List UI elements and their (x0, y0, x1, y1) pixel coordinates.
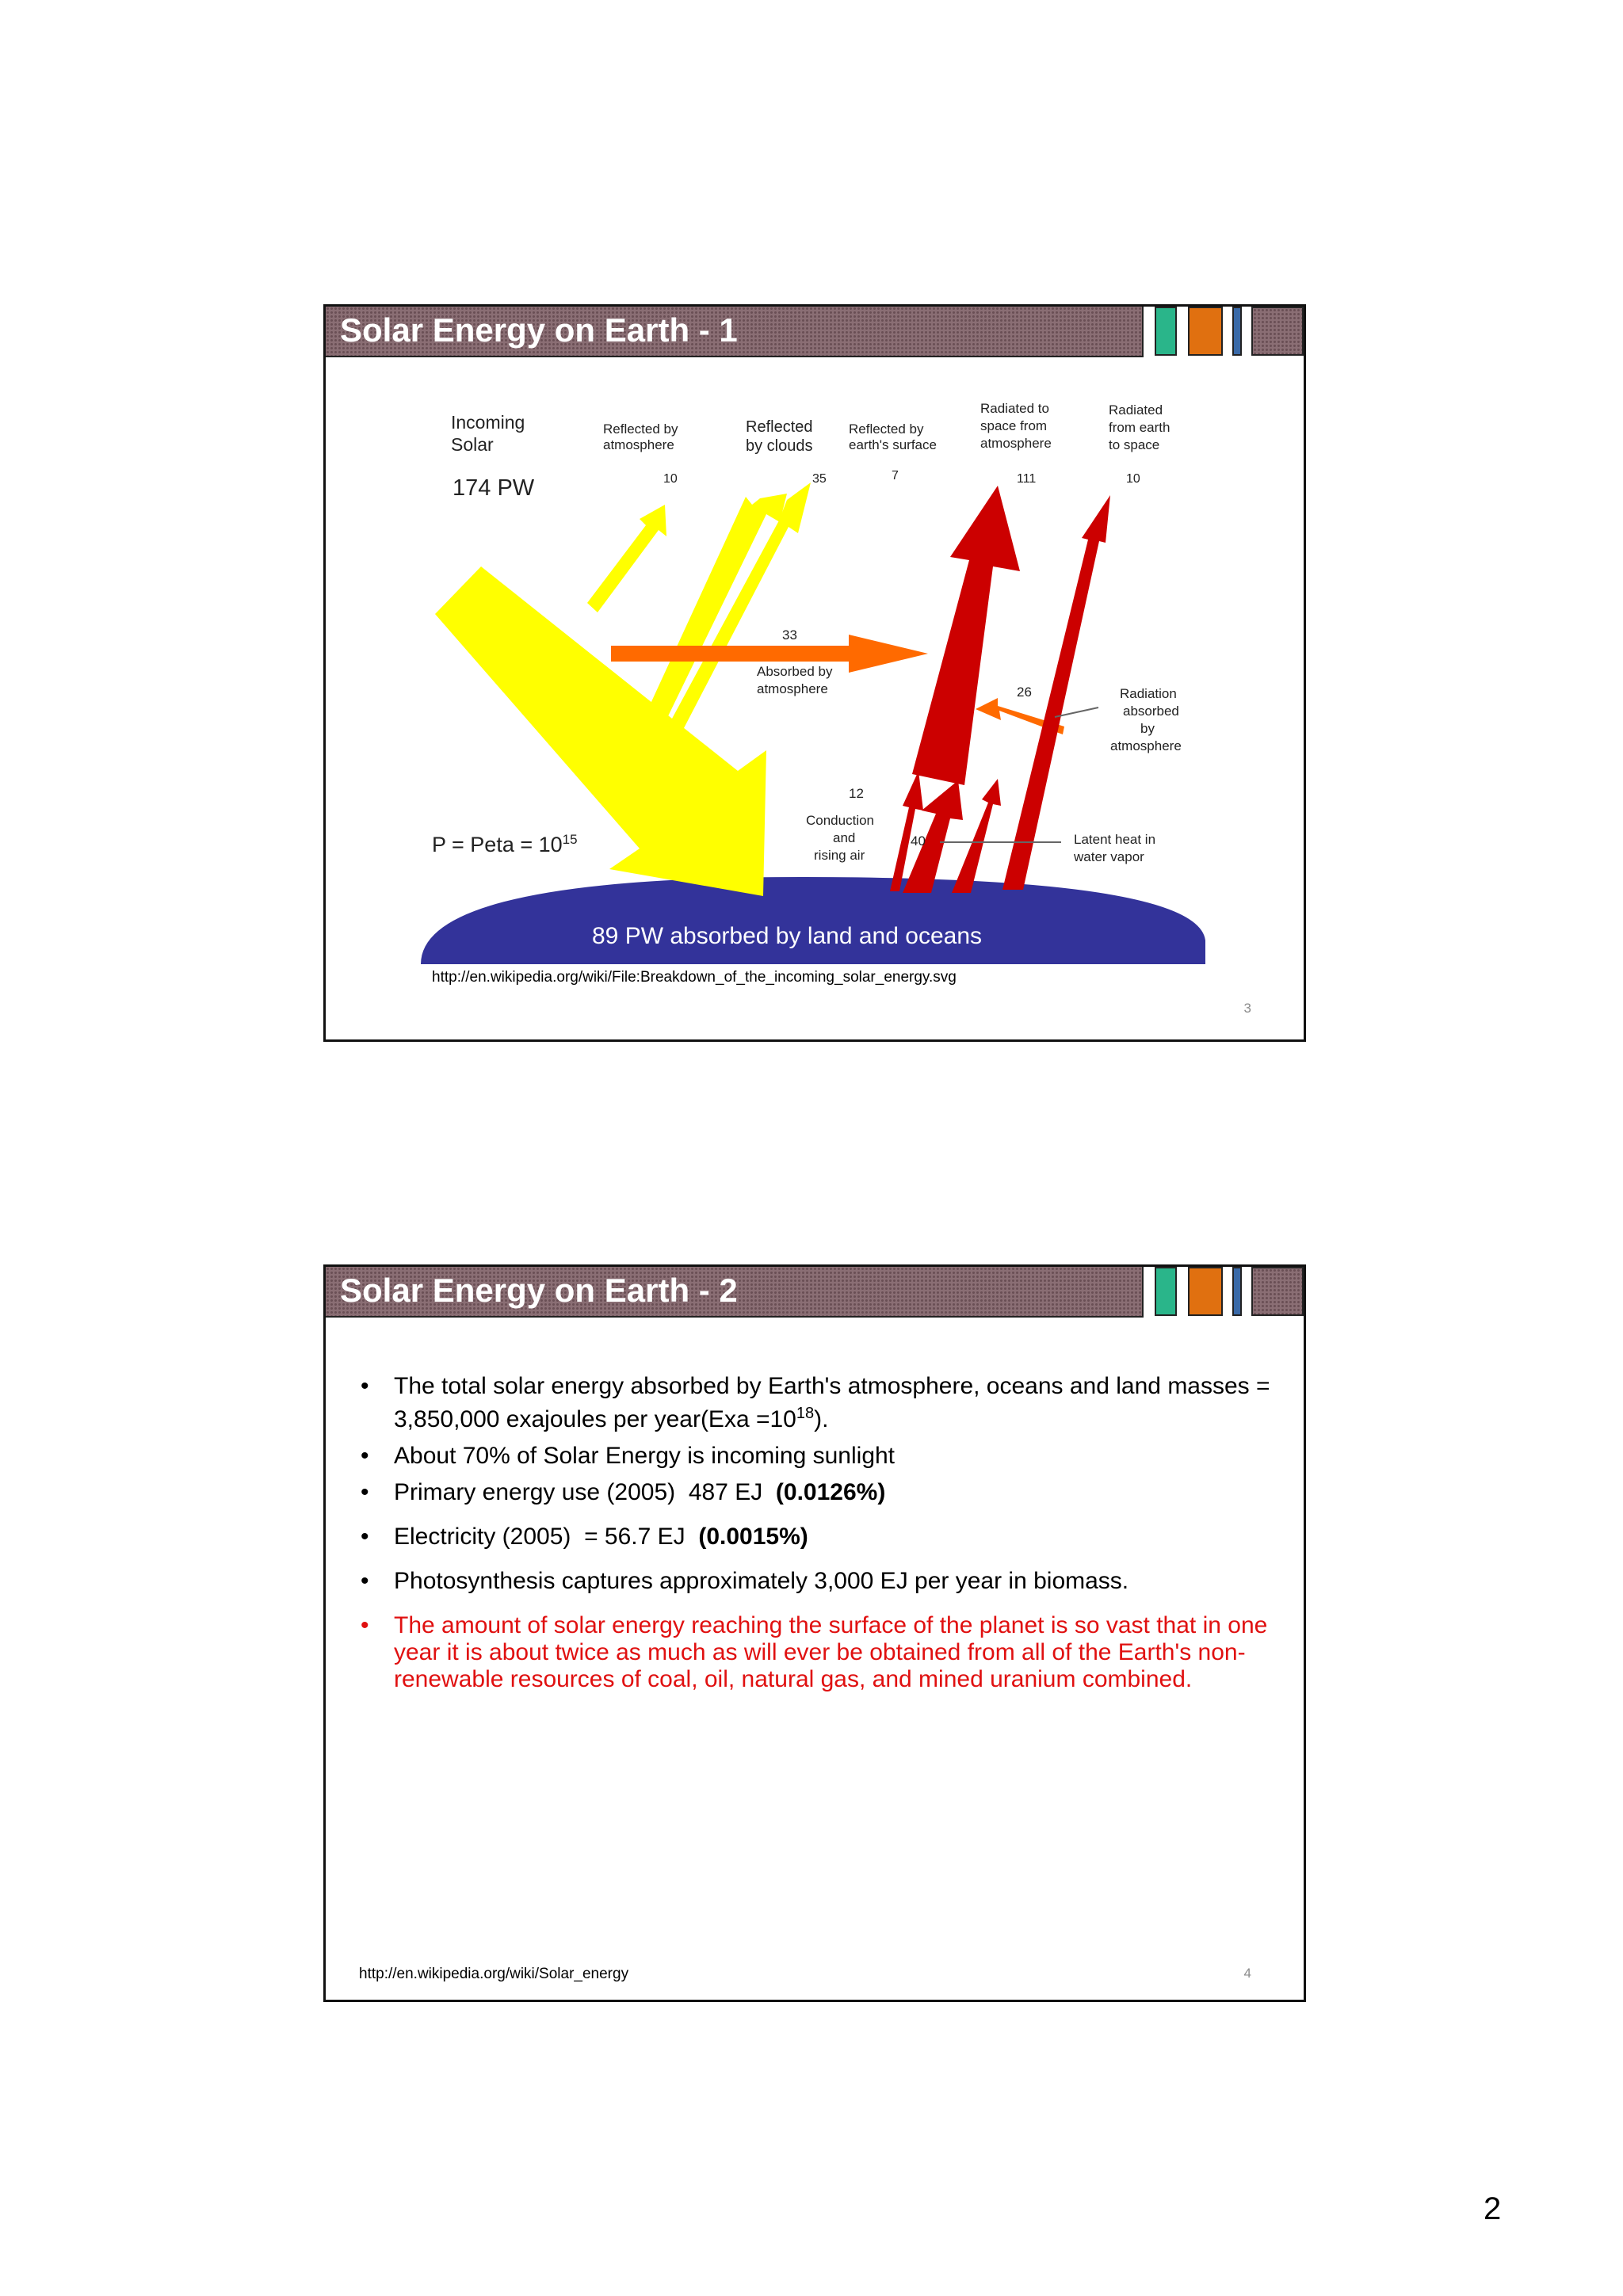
earth-surface (421, 877, 1205, 964)
bullet-text: Primary energy use (2005) 487 EJ (394, 1479, 776, 1505)
conduction-label-2: and (833, 830, 855, 845)
radiated-atmosphere-label-3: atmosphere (980, 436, 1052, 451)
bullet-text: Photosynthesis captures approximately 3,… (394, 1568, 1128, 1594)
radiated-atmosphere-value: 111 (1017, 472, 1036, 486)
radiated-earth-value: 10 (1126, 472, 1140, 486)
bullet-item: • Photosynthesis captures approximately 3… (353, 1568, 1280, 1595)
ground-label: 89 PW absorbed by land and oceans (592, 923, 982, 949)
reflected-atmosphere-arrow (587, 505, 666, 612)
reflected-surface-label-2: earth's surface (849, 437, 937, 452)
bullet-text: About 70% of Solar Energy is incoming su… (394, 1443, 895, 1469)
title-decoration-blue (1232, 1267, 1242, 1316)
radiated-earth-label: Radiated (1109, 402, 1163, 418)
incoming-label: Incoming (451, 412, 525, 433)
bullet-item: • About 70% of Solar Energy is incoming s… (353, 1443, 1280, 1470)
bullet-item: • The total solar energy absorbed by Eart… (353, 1373, 1280, 1433)
reflected-atmosphere-value: 10 (663, 472, 678, 486)
reflected-atmosphere-label: Reflected by (603, 421, 678, 437)
conduction-value: 12 (849, 786, 864, 801)
reflected-clouds-value: 35 (812, 472, 827, 486)
slide-page-number: 4 (1244, 1966, 1251, 1981)
slide-2: Solar Energy on Earth - 2 • The total sol… (323, 1264, 1306, 2002)
bullet-item: • The amount of solar energy reaching the… (353, 1612, 1280, 1693)
incoming-value: 174 PW (453, 475, 535, 501)
reflected-clouds-arrow (636, 494, 787, 749)
source-url: http://en.wikipedia.org/wiki/Solar_energ… (359, 1966, 628, 1983)
radiation-absorbed-label: Radiation (1120, 686, 1177, 701)
radiated-earth-label-2: from earth (1109, 420, 1170, 435)
reflected-surface-label: Reflected by (849, 421, 924, 437)
reflected-clouds-label-2: by clouds (746, 437, 813, 455)
latent-heat-label: Latent heat in (1074, 832, 1155, 847)
absorbed-atmosphere-value: 33 (782, 627, 797, 643)
document-page-number: 2 (1484, 2191, 1501, 2227)
slide-title-bar: Solar Energy on Earth - 2 (326, 1267, 1144, 1318)
bullet-list: • The total solar energy absorbed by Eart… (353, 1373, 1280, 1703)
source-url: http://en.wikipedia.org/wiki/File:Breakd… (432, 969, 957, 986)
bullet-dot: • (361, 1568, 369, 1595)
bullet-bold: (0.0015%) (698, 1524, 808, 1550)
bullet-dot: • (361, 1524, 369, 1550)
reflected-atmosphere-label-2: atmosphere (603, 437, 674, 452)
bullet-text: The total solar energy absorbed by Earth… (394, 1373, 1270, 1432)
radiation-absorbed-label-3: by (1140, 721, 1155, 736)
radiation-absorbed-value: 26 (1017, 685, 1032, 700)
conduction-label: Conduction (806, 813, 874, 828)
radiation-absorbed-label-4: atmosphere (1110, 738, 1182, 753)
slide-page-number: 3 (1244, 1001, 1251, 1016)
bullet-dot: • (361, 1479, 369, 1506)
reflected-clouds-label: Reflected (746, 418, 813, 436)
reflected-surface-arrow (651, 482, 811, 768)
solar-energy-diagram: 89 PW absorbed by land and oceans Incomi… (326, 307, 1304, 1039)
absorbed-atmosphere-label-2: atmosphere (757, 681, 828, 696)
bullet-item: • Electricity (2005) = 56.7 EJ (0.0015%) (353, 1524, 1280, 1550)
slide-1: Solar Energy on Earth - 1 89 PW absorbed… (323, 304, 1306, 1042)
radiated-atmosphere-label-2: space from (980, 418, 1047, 433)
bullet-dot: • (361, 1443, 369, 1470)
bullet-bold: (0.0126%) (776, 1479, 885, 1505)
radiated-atmosphere-label: Radiated to (980, 401, 1049, 416)
absorbed-atmosphere-label: Absorbed by (757, 664, 833, 679)
reflected-surface-value: 7 (892, 469, 899, 482)
bullet-text-end: ). (814, 1406, 828, 1432)
peta-label: P = Peta = 1015 (432, 832, 578, 856)
slide-title: Solar Energy on Earth - 2 (340, 1272, 738, 1310)
bullet-text: Electricity (2005) = 56.7 EJ (394, 1524, 698, 1550)
bullet-dot: • (361, 1612, 369, 1639)
incoming-label-2: Solar (451, 434, 494, 455)
radiation-absorbed-label-2: absorbed (1123, 704, 1179, 719)
latent-heat-label-2: water vapor (1073, 849, 1144, 864)
latent-heat-value: 40 (911, 833, 926, 849)
radiated-atmosphere-arrow (912, 486, 1020, 785)
bullet-dot: • (361, 1373, 369, 1400)
bullet-text: The amount of solar energy reaching the … (394, 1612, 1267, 1692)
radiated-earth-label-3: to space (1109, 437, 1159, 452)
conduction-label-3: rising air (814, 848, 865, 863)
title-decoration-teal (1155, 1267, 1177, 1316)
bullet-item: • Primary energy use (2005) 487 EJ (0.012… (353, 1479, 1280, 1506)
exponent: 18 (796, 1405, 814, 1422)
title-decoration-pattern (1251, 1267, 1304, 1316)
title-decoration-orange (1188, 1267, 1223, 1316)
